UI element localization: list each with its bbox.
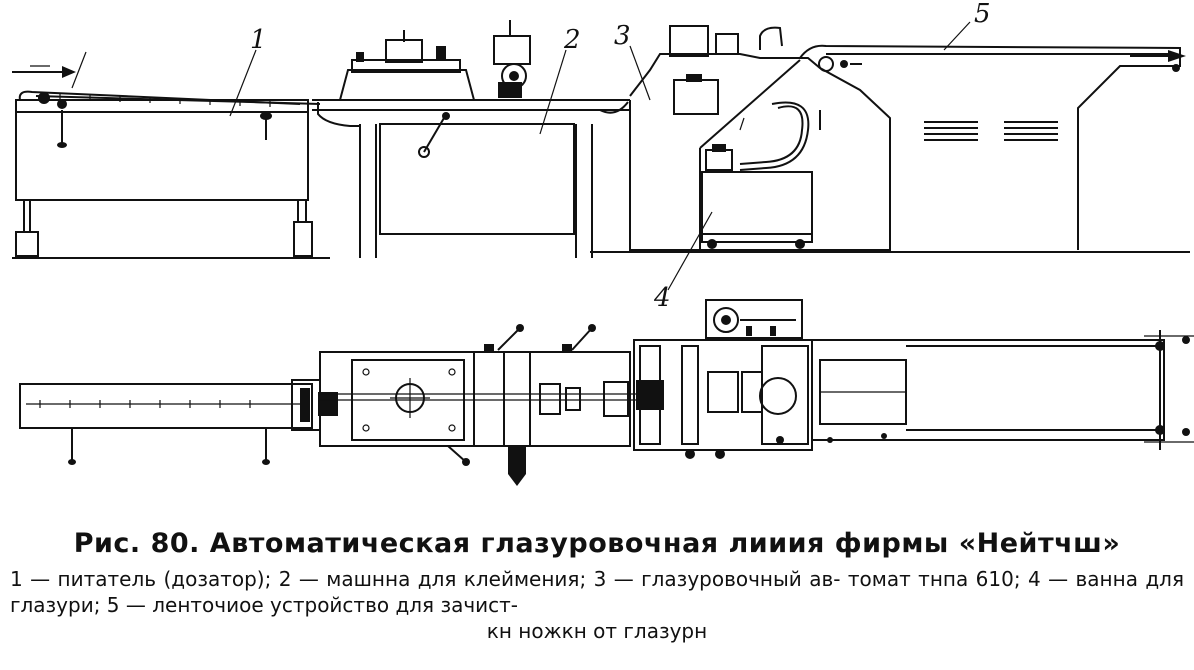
glazing-automat [629, 25, 891, 251]
plan-view [19, 299, 1194, 486]
callout-3: 3 [614, 21, 631, 51]
legend-line-2: томат тнпа 610; 4 — ванна для глазури; 5… [10, 567, 1185, 617]
legend-line-3: кн ножкн от глазурн [486, 619, 708, 643]
glaze-bath [667, 144, 813, 291]
legend-line-1: 1 — питатель (дозатор); 2 — машнна для к… [10, 567, 841, 591]
callout-4: 4 [653, 283, 671, 313]
feeder-unit [12, 49, 330, 259]
callout-5: 5 [974, 0, 991, 29]
callout-2: 2 [563, 25, 581, 55]
input-arrow-icon [12, 65, 76, 78]
callout-1: 1 [250, 25, 267, 55]
machine-line-drawing: 1 2 3 4 5 [12, 0, 1194, 486]
marking-machine [312, 20, 630, 258]
figure-caption: Рис. 80. Автоматическая глазуровочная ли… [73, 528, 1121, 559]
belt-cleaning-unit [799, 21, 1186, 250]
side-view [12, 20, 1190, 291]
figure-legend: 1 — питатель (дозатор); 2 — машнна для к… [10, 566, 1184, 644]
